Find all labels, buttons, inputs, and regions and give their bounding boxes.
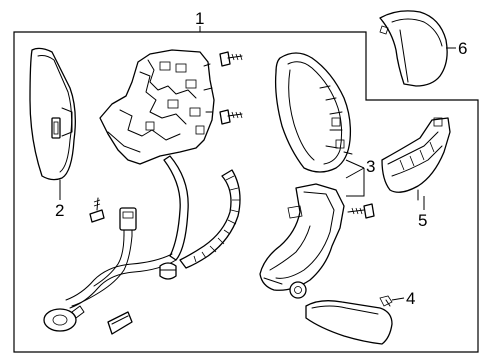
callout-4: 4 xyxy=(406,289,415,308)
callout-2: 2 xyxy=(55,201,64,220)
callout-3: 3 xyxy=(366,157,375,176)
wiring-harness-part xyxy=(43,155,189,335)
leader-line-3 xyxy=(345,159,365,197)
screw-top xyxy=(219,51,243,67)
screw-mid xyxy=(219,109,243,125)
conduit-part xyxy=(179,169,241,269)
mirror-glass-part xyxy=(29,47,76,187)
assembly-boundary xyxy=(13,31,479,353)
callout-1: 1 xyxy=(195,9,204,28)
mirror-actuator-part xyxy=(99,49,215,165)
leader-line-4 xyxy=(391,297,405,301)
base-cover-part xyxy=(259,183,345,299)
screw-lower-left xyxy=(89,197,105,223)
callout-5: 5 xyxy=(418,211,427,230)
mirror-housing-part xyxy=(274,52,353,173)
callout-6: 6 xyxy=(458,39,467,58)
turn-signal-part xyxy=(381,117,451,201)
mirror-cap-part xyxy=(379,10,448,87)
clip-part xyxy=(159,262,177,280)
screw-right xyxy=(347,203,375,219)
lower-garnish-part xyxy=(305,295,393,345)
